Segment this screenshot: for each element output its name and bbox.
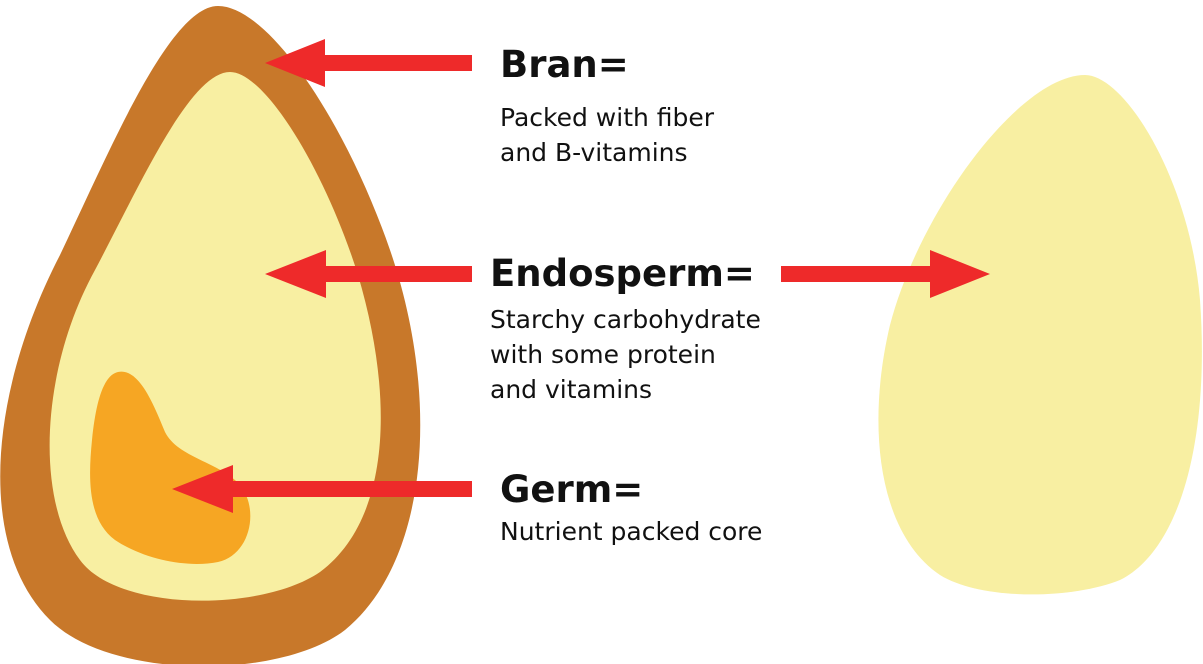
endosperm-desc-line-3: and vitamins (490, 375, 652, 404)
germ-heading: Germ= (500, 468, 643, 511)
endosperm-desc-line-1: Starchy carbohydrate (490, 305, 761, 334)
bran-desc-line-2: and B-vitamins (500, 138, 688, 167)
germ-desc-line-1: Nutrient packed core (500, 517, 762, 546)
endosperm-heading: Endosperm= (490, 252, 755, 295)
bran-desc-line-1: Packed with fiber (500, 103, 715, 132)
whole-grain-kernel (0, 6, 420, 664)
bran-heading: Bran= (500, 43, 629, 86)
endosperm-desc-line-2: with some protein (490, 340, 716, 369)
endosperm-kernel (878, 75, 1201, 594)
